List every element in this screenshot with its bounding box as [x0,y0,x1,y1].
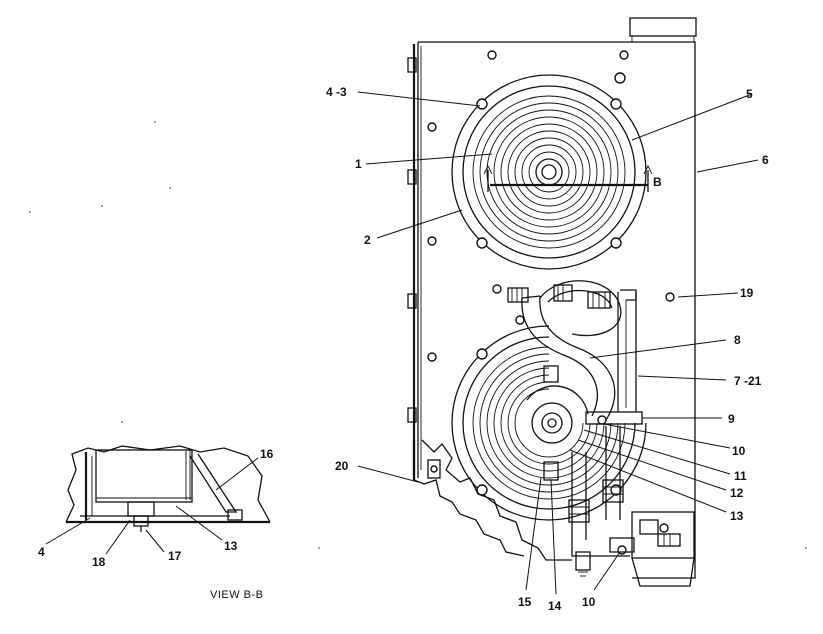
valve-body [571,511,695,587]
coolant-tube [507,280,637,421]
lower-heater-element [451,325,647,521]
callout-2: 2 [364,233,371,247]
callout-19: 19 [740,286,754,300]
view-caption: VIEW B-B [210,589,264,601]
callout-6: 6 [762,153,769,167]
callout-17: 17 [168,549,182,563]
top-tab [629,17,697,37]
clamp-bracket [585,411,643,425]
callout-10-upper: 10 [732,444,746,458]
callout-15: 15 [518,595,532,609]
callout-12: 12 [730,486,744,500]
callout-18: 18 [92,555,106,569]
section-marker-b: B [653,175,662,189]
callout-11: 11 [734,469,747,483]
callout-4-3: 4 -3 [326,85,347,99]
side-channel [568,292,643,540]
upper-heater-element [451,74,653,270]
callout-20: 20 [335,459,349,473]
section-view-b-b: 16 4 13 18 17 VIEW B-B [38,445,274,601]
callout-13-main: 13 [730,509,744,523]
callout-10-lower: 10 [582,595,596,609]
plate-bolts [427,50,675,362]
broken-edge [412,439,572,561]
callout-9: 9 [728,412,735,426]
callouts: 4 -3 5 1 6 2 19 8 7 -21 9 10 11 12 [326,85,769,613]
scan-specks [29,121,807,549]
callout-14: 14 [548,599,562,613]
callout-4: 4 [38,545,45,559]
callout-7-21: 7 -21 [734,374,762,388]
callout-5: 5 [746,87,753,101]
callout-8: 8 [734,333,741,347]
main-assembly: 4 -3 5 1 6 2 19 8 7 -21 9 10 11 12 [326,17,769,613]
callout-16: 16 [260,447,274,461]
callout-1: 1 [355,157,362,171]
back-plate [417,41,696,579]
callout-13-section: 13 [224,539,238,553]
